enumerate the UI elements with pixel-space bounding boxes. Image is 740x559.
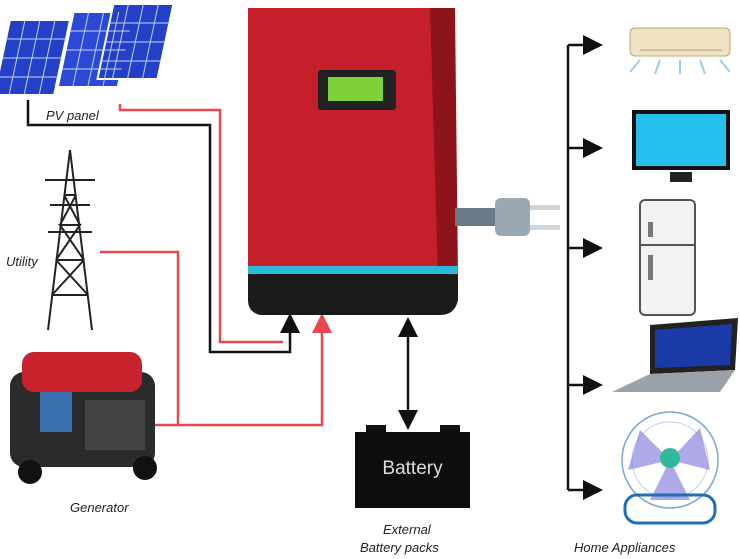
wiring	[26, 35, 603, 500]
generator-label: Generator	[70, 500, 129, 515]
battery-icon	[355, 425, 470, 508]
utility-tower-icon	[45, 149, 95, 331]
external-label: External	[383, 522, 431, 537]
battery-packs-label: Battery packs	[360, 540, 439, 555]
utility-label: Utility	[6, 254, 38, 269]
plug-icon	[455, 198, 560, 236]
home-appliances-label: Home Appliances	[574, 540, 676, 555]
air-conditioner-icon	[629, 27, 731, 75]
pv-panel-label: PV panel	[46, 108, 99, 123]
fan-icon	[621, 411, 719, 525]
refrigerator-icon	[639, 199, 696, 316]
television-icon	[632, 110, 730, 182]
pv-panel-icon	[0, 3, 175, 96]
inverter-icon	[248, 8, 458, 315]
generator-icon	[10, 352, 157, 484]
laptop-icon	[612, 318, 738, 392]
battery-label: Battery	[382, 458, 443, 479]
